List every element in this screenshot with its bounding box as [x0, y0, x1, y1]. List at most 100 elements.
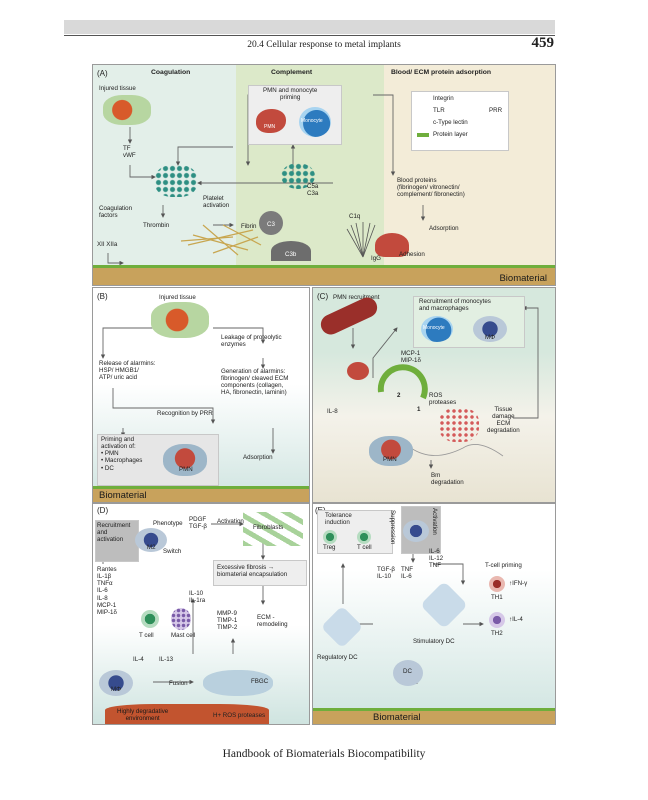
biomaterial-label-a: Biomaterial — [499, 273, 547, 284]
th2-label: TH2 — [491, 630, 503, 637]
tnf-label: TNF IL-6 — [401, 566, 413, 580]
treg-label: Treg — [323, 544, 336, 551]
bm-label: Bm degradation — [431, 472, 464, 486]
d-tcell-label: T cell — [139, 632, 154, 639]
stimulatory-dc-label: Stimulatory DC — [413, 638, 455, 645]
h-ros-label: H+ ROS proteases — [213, 712, 265, 719]
ecm-remodeling-label: ECM - remodeling — [257, 614, 288, 628]
figure-panel-d: (D) Recruitment and activation Phenotype… — [92, 503, 310, 725]
legend-prr: PRR — [489, 107, 502, 114]
release-label: Release of alarmins: HSP/ HMGB1/ ATP/ ur… — [99, 360, 155, 381]
c-macrophage-label: MΦ — [485, 334, 495, 341]
c-pmn-small — [347, 362, 369, 380]
platelet-cluster — [155, 165, 197, 197]
panel-b-label: (B) — [97, 292, 108, 301]
legend-tlr: TLR — [433, 107, 445, 114]
il8-label: IL-8 — [327, 408, 338, 415]
legend-lectin: c-Type lectin — [433, 119, 468, 126]
degradative-label: Highly degradative environment — [117, 708, 168, 722]
injured-tissue-label: Injured tissue — [99, 85, 136, 92]
complement-heading: Complement — [271, 69, 312, 76]
regulatory-dc-label: Regulatory DC — [317, 654, 358, 661]
monocyte-label: Monocyte — [301, 119, 323, 125]
recruitment-mono-label: Recruitment of monocytes and macrophages — [419, 298, 491, 312]
ros-label: ROS proteases — [429, 392, 456, 406]
panel-c-label: (C) — [317, 292, 328, 301]
biomaterial-label-b: Biomaterial — [99, 490, 147, 501]
il10-label: IL-10 IL-1ra — [189, 590, 205, 604]
excessive-fibrosis-label: Excessive fibrosis → biomaterial encapsu… — [217, 564, 287, 578]
biomaterial-layer-a — [93, 265, 555, 285]
figure-panel-e: (E) Tolerance induction Treg T cell Supp… — [312, 503, 556, 725]
header-rule — [64, 35, 555, 36]
b-pmn-label: PMN — [179, 466, 193, 473]
th2-cell — [489, 612, 505, 628]
tf-vwf-label: TF vWF — [123, 145, 136, 159]
legend-integrin: Integrin — [433, 95, 454, 102]
tolerance-label: Tolerance induction — [325, 512, 352, 526]
fibroblasts-label: Fibroblasts — [253, 524, 283, 531]
recognition-label: Recognition by PRR — [157, 410, 213, 417]
c-monocyte-label: Monocyte — [423, 326, 445, 332]
thrombin-label: Thrombin — [143, 222, 169, 229]
adhesion-label: Adhesion — [399, 251, 425, 258]
d-activation-label: Activation — [217, 518, 244, 525]
coagulation-heading: Coagulation — [151, 69, 190, 76]
blood-proteins-label: Blood proteins (fibrinogen/ vitronectin/… — [397, 177, 465, 198]
b-injured-tissue-label: Injured tissue — [159, 294, 196, 301]
d-tcell — [141, 610, 159, 628]
fibrin-label: Fibrin — [241, 223, 256, 230]
coagulation-factors-label: Coagulation factors — [99, 205, 132, 219]
th1-cell — [489, 576, 505, 592]
d-il13-label: IL-13 — [159, 656, 173, 663]
treg-cell — [323, 530, 337, 544]
suppression-label: Suppression — [389, 510, 396, 544]
c3b-label: C3b — [285, 251, 296, 258]
figure-panel-a: (A) Coagulation Complement Blood/ ECM pr… — [92, 64, 556, 286]
adsorption-heading: Blood/ ECM protein adsorption — [391, 69, 491, 76]
step-2-label: 2 — [397, 392, 400, 399]
generation-label: Generation of alarmins: fibrinogen/ clea… — [221, 368, 288, 397]
panel-a-label: (A) — [97, 69, 108, 78]
mmp-label: MMP-9 TIMP-1 TIMP-2 — [217, 610, 237, 631]
leakage-label: Leakage of proteolytic enzymes — [221, 334, 282, 348]
c5a-c3a-label: C5a C3a — [307, 183, 318, 197]
b-injured-tissue-cluster — [151, 302, 209, 338]
biomaterial-label-e: Biomaterial — [373, 712, 421, 723]
b-adsorption-label: Adsorption — [243, 454, 273, 461]
tgf-label: TGF-β IL-10 — [377, 566, 395, 580]
legend-protein-swatch — [417, 133, 429, 137]
e-activation-label: Activation — [431, 508, 438, 535]
figure-panel-b: (B) Injured tissue Leakage of proteolyti… — [92, 287, 310, 503]
m1-label: MΦ — [111, 686, 121, 693]
page-number: 459 — [532, 35, 555, 52]
c1q-label: C1q — [349, 213, 360, 220]
th1-label: TH1 — [491, 594, 503, 601]
ifn-label: ↑IFN-γ — [509, 580, 527, 587]
c-pmn-label: PMN — [383, 456, 397, 463]
ecm-debris — [439, 408, 479, 442]
mastcell-label: Mast cell — [171, 632, 195, 639]
pmn-priming-label: PMN and monocyte priming — [263, 87, 317, 101]
platelet-activation-label: Platelet activation — [203, 195, 229, 209]
pdgf-label: PDGF TGF-β — [189, 516, 207, 530]
c3-label: C3 — [267, 221, 275, 228]
tissue-damage-label: Tissue damage ECM degradation — [487, 406, 520, 435]
recruitment-label: Recruitment and activation — [97, 522, 130, 543]
e-il4-label: ↑IL-4 — [509, 616, 523, 623]
footer-title: Handbook of Biomaterials Biocompatibilit… — [0, 748, 648, 760]
rantes-label: Rantes IL-1β TNFα IL-6 IL-8 MCP-1 MIP-1δ — [97, 566, 117, 616]
step-1-label: 1 — [417, 406, 420, 413]
biomaterial-layer-e — [313, 708, 555, 724]
pmn-label: PMN — [264, 125, 275, 131]
priming-label: Priming and activation of: • PMN • Macro… — [101, 436, 142, 472]
mast-cell — [171, 608, 191, 630]
fusion-label: Fusion — [169, 680, 188, 687]
mcp-label: MCP-1 MIP-1δ — [401, 350, 421, 364]
switch-label: Switch — [163, 548, 181, 555]
xii-xiia-label: XII XIIa — [97, 241, 117, 248]
m2-label: M2 — [147, 544, 156, 551]
tcell-priming-label: T-cell priming — [485, 562, 522, 569]
phenotype-label: Phenotype — [153, 520, 183, 527]
e-macrophage — [403, 520, 429, 542]
